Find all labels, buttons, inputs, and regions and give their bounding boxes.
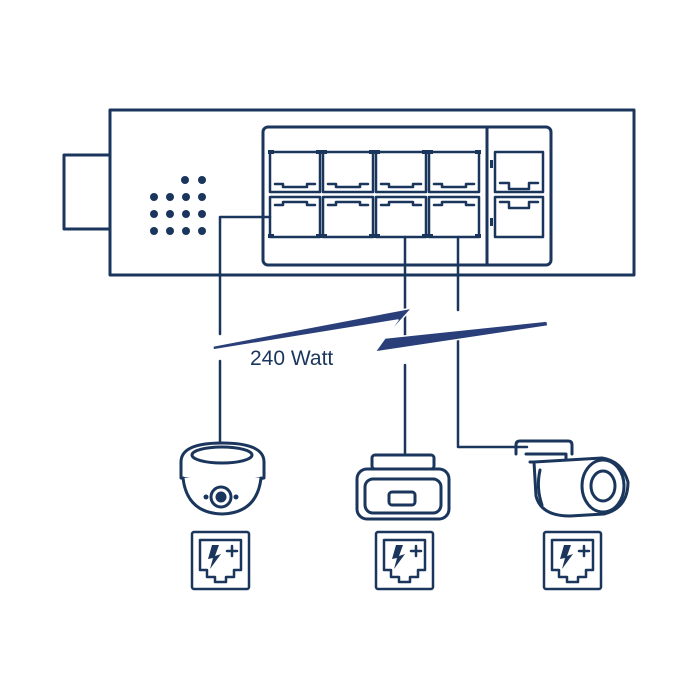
rj45-port — [321, 150, 375, 194]
network-switch — [62, 108, 636, 277]
poe-plus-port-icon — [542, 530, 603, 591]
power-budget-label: 240 Watt — [250, 347, 334, 370]
sfp-port — [493, 195, 545, 239]
bullet-camera-lens — [589, 469, 617, 503]
port-panel — [261, 125, 553, 267]
sfp-led — [490, 160, 493, 168]
poe-plus-port-icon — [190, 530, 251, 591]
rj45-ports — [268, 150, 481, 239]
box-camera-icon — [355, 453, 451, 521]
poe-plus-port-icon — [374, 530, 435, 591]
rj45-port — [427, 195, 481, 239]
dome-camera-lens — [209, 485, 233, 509]
din-rail-mount — [62, 153, 112, 231]
box-camera-lens — [387, 490, 417, 507]
rj45-port — [268, 150, 322, 194]
poe-icons — [190, 530, 603, 591]
sfp-ports — [490, 150, 545, 239]
sfp-led — [490, 218, 493, 226]
rj45-port — [321, 195, 375, 239]
rj45-port — [374, 195, 428, 239]
rj45-port — [374, 150, 428, 194]
rj45-port — [268, 195, 322, 239]
dome-camera-icon — [179, 441, 266, 516]
sfp-port — [493, 150, 545, 194]
ethernet-cables — [218, 215, 529, 457]
power-lightning-bolt — [212, 307, 549, 353]
rj45-port — [427, 150, 481, 194]
cable-to-dome-camera — [218, 215, 272, 336]
led-indicators — [150, 176, 206, 235]
bullet-camera-icon — [514, 439, 630, 518]
